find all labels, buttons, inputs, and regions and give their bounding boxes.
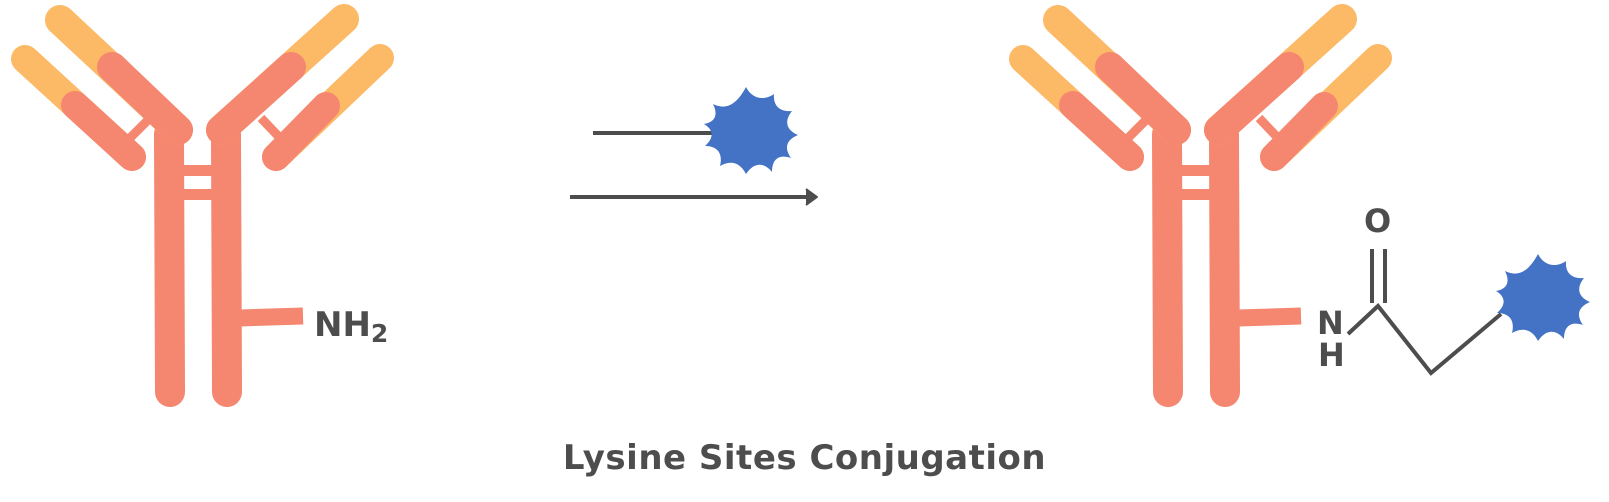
reagent (593, 87, 798, 174)
conjugated-payload-icon (1496, 254, 1590, 341)
amine-label: NH2 (314, 305, 388, 348)
reaction-arrow-icon (570, 188, 818, 206)
diagram-caption: Lysine Sites Conjugation (562, 438, 1047, 478)
amide-linker (1346, 249, 1503, 376)
reagent-payload-icon (704, 87, 798, 174)
amide-hydrogen-label: H (1318, 336, 1345, 374)
amide-nitrogen-label: N (1317, 304, 1344, 342)
carbonyl-oxygen-label: O (1364, 202, 1391, 240)
